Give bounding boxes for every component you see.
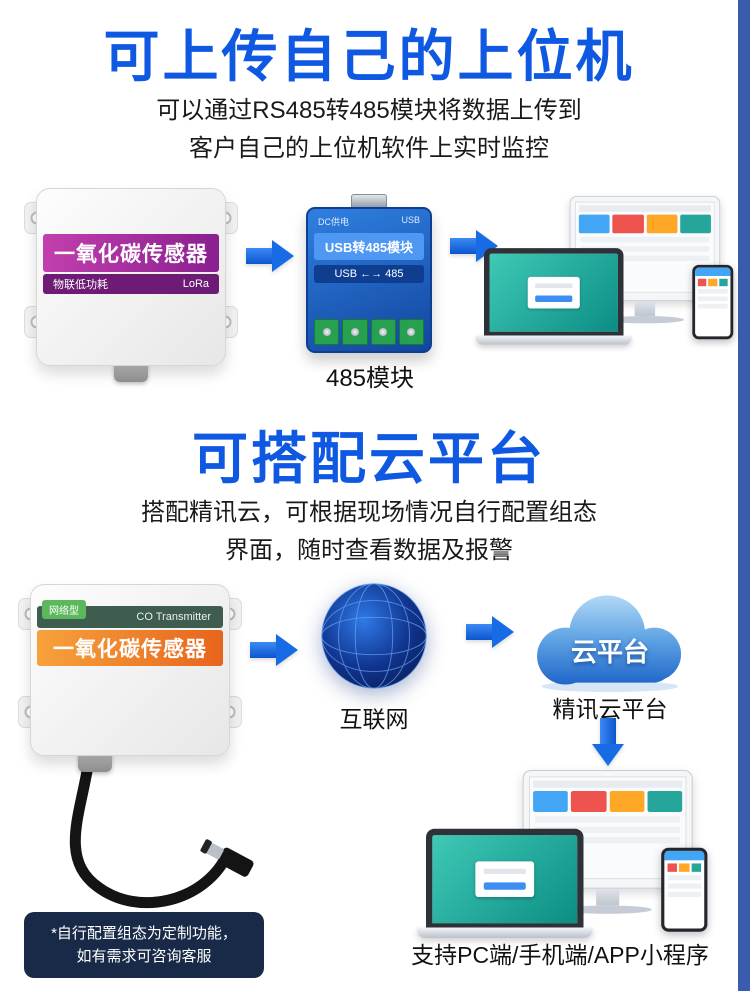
monitor-base (605, 315, 684, 324)
laptop (475, 248, 632, 345)
devices-support-caption: 支持PC端/手机端/APP小程序 (411, 942, 709, 968)
laptop-screen (426, 828, 584, 928)
arrow-right-icon (250, 634, 298, 666)
dashboard-row (535, 837, 681, 844)
sensor-sub-label: 物联低功耗 LoRa (43, 274, 219, 294)
module-power-label: DC供电 (318, 217, 349, 227)
module-io-label: USB ←→ 485 (314, 265, 424, 283)
dashboard-row (535, 816, 681, 823)
section-upload-subtitle: 可以通过RS485转485模块将数据上传到 客户自己的上位机软件上实时监控 (0, 92, 738, 168)
monitor-base (563, 905, 652, 914)
right-edge-bar (738, 0, 750, 991)
phone-app-row (697, 289, 728, 294)
phone-app-row (697, 296, 728, 302)
laptop-base (475, 335, 632, 345)
dashboard-topbar (578, 205, 711, 212)
subtitle-line: 客户自己的上位机软件上实时监控 (189, 135, 549, 162)
footnote-line: *自行配置组态为定制功能， (51, 925, 237, 942)
cloud-platform-label: 云平台 (570, 637, 649, 667)
sensor-type-tag: 网络型 (42, 600, 86, 619)
monitor-stand (634, 301, 656, 316)
internet-label: 互联网 (339, 706, 409, 732)
dashboard-cards (533, 791, 683, 812)
usb-485-module-device: DC供电 USB USB转485模块 USB ←→ 485 (306, 194, 432, 353)
sensor-tag-left: 物联低功耗 (53, 279, 108, 291)
dashboard-row (535, 826, 681, 833)
terminal-block (314, 319, 424, 345)
phone-app-header (664, 850, 705, 861)
footnote-line: 如有需求可咨询客服 (76, 948, 212, 965)
arrow-down-icon (592, 718, 624, 766)
phone-app-cards (697, 278, 728, 287)
laptop-base (416, 927, 593, 938)
section-cloud-subtitle: 搭配精讯云，可根据现场情况自行配置组态 界面，随时查看数据及报警 (0, 494, 738, 570)
internet-globe-icon (321, 583, 427, 689)
co-sensor-network-device: CO Transmitter 网络型 一氧化碳传感器 (18, 584, 242, 772)
section-cloud-title: 可搭配云平台 (192, 427, 546, 490)
devices-cluster (416, 770, 708, 949)
phone-app-cards (667, 863, 702, 872)
dashboard-topbar (533, 780, 683, 788)
module-name-label: USB转485模块 (314, 233, 424, 260)
footnote-badge: *自行配置组态为定制功能， 如有需求可咨询客服 (24, 912, 264, 978)
subtitle-line: 可以通过RS485转485模块将数据上传到 (156, 97, 582, 124)
smartphone (692, 264, 734, 340)
monitor-screen (575, 201, 715, 293)
module-usb-label: USB (401, 215, 420, 225)
dashboard-cards (578, 214, 711, 234)
phone-app-row (667, 875, 702, 881)
phone-app-header (695, 267, 731, 276)
phone-app-row (667, 883, 702, 889)
sensor-cable (69, 752, 254, 908)
module-top-labels: DC供电 USB (314, 215, 424, 228)
arrow-right-icon (466, 616, 514, 648)
monitor-screen (528, 776, 687, 880)
phone-app-row (697, 303, 728, 309)
dashboard-ui (529, 777, 686, 879)
module-body: DC供电 USB USB转485模块 USB ←→ 485 (306, 207, 432, 353)
devices-cluster (475, 196, 734, 354)
login-panel (475, 861, 535, 898)
subtitle-line: 搭配精讯云，可根据现场情况自行配置组态 (141, 499, 597, 526)
terminal-screw-icon (398, 319, 424, 345)
sensor-name-label: 一氧化碳传感器 (43, 234, 219, 272)
co-transmitter-label: CO Transmitter (136, 611, 211, 623)
cloud-caption: 精讯云平台 (552, 696, 668, 722)
arrow-right-icon (246, 240, 294, 272)
section-upload-title: 可上传自己的上位机 (103, 25, 635, 88)
smartphone (661, 847, 708, 932)
login-panel (527, 276, 580, 309)
subtitle-line: 界面，随时查看数据及报警 (225, 537, 513, 564)
terminal-screw-icon (370, 319, 396, 345)
terminal-screw-icon (342, 319, 368, 345)
monitor-stand (596, 888, 620, 906)
module-caption: 485模块 (325, 365, 415, 392)
laptop-screen (484, 248, 624, 336)
phone-app-row (667, 891, 702, 898)
dashboard-row (580, 236, 710, 243)
sensor-name-label: 一氧化碳传感器 (37, 630, 223, 666)
sensor-tag-right: LoRa (182, 278, 209, 290)
dashboard-row (580, 246, 710, 252)
terminal-screw-icon (314, 319, 340, 345)
laptop (416, 828, 593, 938)
usb-port-icon (351, 194, 387, 207)
cloud-platform-icon: 云平台 (520, 586, 700, 694)
co-sensor-lora-device: 一氧化碳传感器 物联低功耗 LoRa (24, 188, 238, 382)
dashboard-row (580, 255, 710, 262)
